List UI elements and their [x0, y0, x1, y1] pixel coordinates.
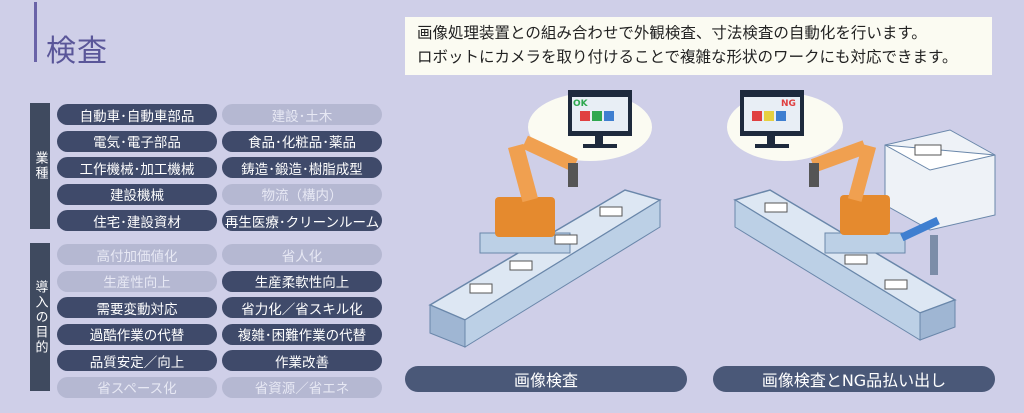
page-title: 検査 — [46, 34, 108, 69]
description-line-1: 画像処理装置との組み合わせで外観検査、寸法検査の自動化を行います。 — [417, 24, 927, 42]
purpose-right-tag-3: 複雑･困難作業の代替 — [222, 323, 382, 345]
workpiece-icons — [469, 206, 623, 294]
purpose-left-tag-0: 高付加価値化 — [57, 244, 217, 265]
purposes-label: 導入の目的 — [30, 243, 50, 391]
industry-left-tag-4: 住宅･建設資材 — [57, 210, 217, 231]
industry-right-tag-4: 再生医療･クリーンルーム — [222, 210, 382, 231]
robot-arm-icon — [479, 135, 578, 254]
ng-label: NG — [781, 99, 796, 109]
purpose-left-tag-2: 需要変動対応 — [57, 297, 217, 318]
industry-left-tag-1: 電気･電子部品 — [57, 130, 217, 152]
title-accent-bar — [34, 2, 37, 62]
industry-right-tag-3: 物流（構内） — [222, 183, 382, 205]
purpose-left-tag-5: 省スペース化 — [57, 376, 217, 398]
industry-left-tag-2: 工作機械･加工機械 — [57, 157, 217, 178]
inspection-illustration: OK — [428, 90, 662, 348]
caption-image-inspection: 画像検査 — [405, 366, 687, 392]
industry-right-tag-2: 鋳造･鍛造･樹脂成型 — [222, 157, 382, 178]
purpose-right-tag-2: 省力化／省スキル化 — [222, 297, 382, 318]
purpose-right-tag-5: 省資源／省エネ — [222, 376, 382, 398]
monitor-icon — [727, 90, 843, 161]
purpose-right-tag-1: 生産柔軟性向上 — [222, 270, 382, 292]
ok-label: OK — [573, 99, 589, 109]
ng-removal-illustration: NG — [727, 90, 996, 341]
purpose-left-tag-1: 生産性向上 — [57, 270, 217, 292]
workpiece-icons — [764, 202, 908, 290]
purpose-left-tag-4: 品質安定／向上 — [57, 350, 217, 371]
ng-bin — [884, 129, 996, 231]
industry-right-tag-0: 建設･土木 — [222, 104, 382, 125]
industries-label: 業種 — [30, 103, 50, 229]
purpose-right-tag-4: 作業改善 — [222, 350, 382, 371]
monitor-icon — [528, 90, 652, 161]
pusher-icon — [900, 216, 940, 275]
purpose-right-tag-0: 省人化 — [222, 244, 382, 265]
industry-left-tag-3: 建設機械 — [57, 183, 217, 205]
caption-ng-removal: 画像検査とNG品払い出し — [713, 366, 995, 392]
robot-arm-icon — [809, 140, 906, 254]
purpose-left-tag-3: 過酷作業の代替 — [57, 323, 217, 345]
description-box: 画像処理装置との組み合わせで外観検査、寸法検査の自動化を行います。 ロボットにカ… — [405, 17, 992, 75]
industry-right-tag-1: 食品･化粧品･薬品 — [222, 130, 382, 152]
industry-left-tag-0: 自動車･自動車部品 — [57, 104, 217, 125]
description-line-2: ロボットにカメラを取り付けることで複雑な形状のワークにも対応できます。 — [417, 48, 958, 66]
